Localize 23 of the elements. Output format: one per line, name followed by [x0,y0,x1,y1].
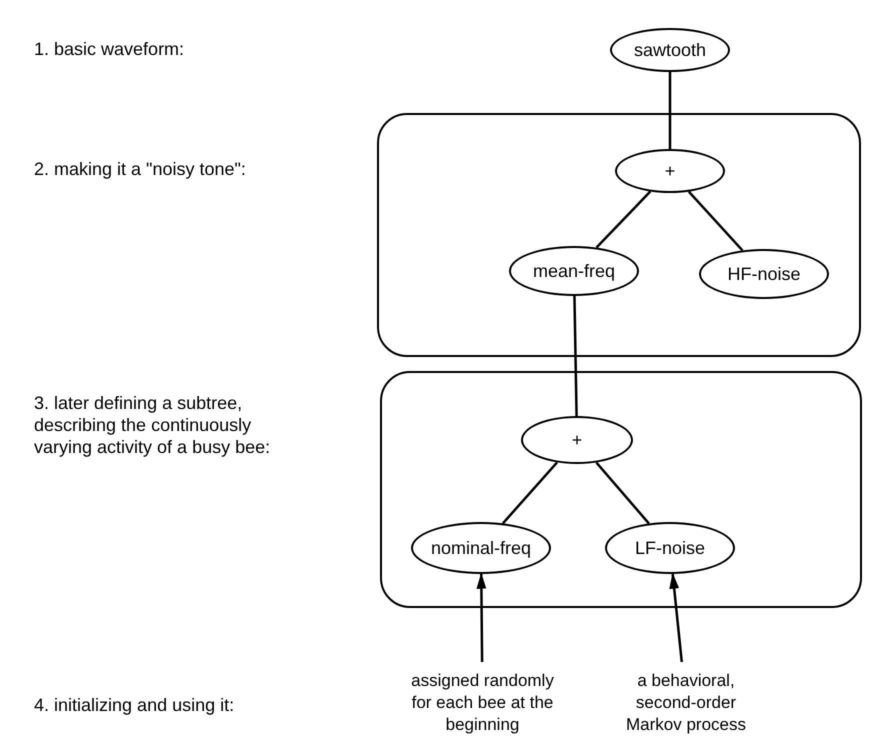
ellipse-node: HF-noise [699,249,829,299]
group-box [380,371,862,608]
connector-line [688,190,744,252]
ellipse-node: LF-noise [605,522,735,574]
ellipse-node: mean-freq [509,246,639,296]
ellipse-node: sawtooth [610,28,730,72]
connector-line [502,462,558,524]
step-label: 1. basic waveform: [34,38,186,60]
annotation-text: assigned randomly for each bee at the beginning [405,658,560,748]
connector-line [668,72,672,149]
arrow [476,572,486,662]
step-label: 3. later defining a subtree, describing the continuously varying activity of a busy bee: [34,392,272,458]
step-label: 2. making it a "noisy tone": [34,158,247,180]
ellipse-node: nominal-freq [411,522,551,574]
ellipse-node: + [521,416,633,464]
connector-line [573,296,578,416]
arrow [669,572,684,662]
connector-line [596,190,652,248]
step-label: 4. initializing and using it: [34,694,236,716]
group-box [377,113,861,357]
ellipse-node: + [615,149,725,193]
connector-line [595,462,650,524]
annotation-text: a behavioral, second-order Markov process [611,658,761,748]
